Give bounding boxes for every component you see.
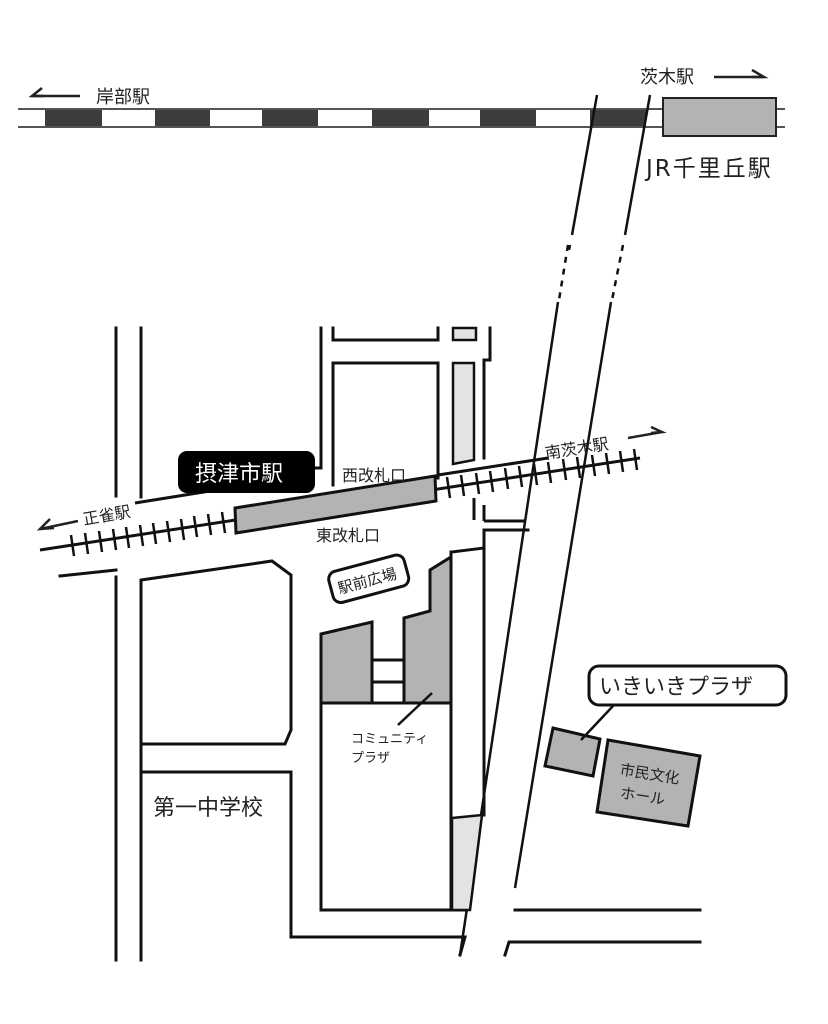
jr-senrioka-station-building [662, 97, 777, 137]
south-west-blocks [139, 559, 467, 962]
settsu-shi-station-label-box: 摂津市駅 [178, 451, 315, 493]
station-plaza-label-box: 駅前広場 [327, 553, 411, 605]
community-plaza-block [319, 528, 530, 912]
north-blocks [299, 326, 492, 487]
arrow-right-icon [714, 68, 769, 79]
school-label: 第一中学校 [153, 796, 263, 821]
main-road-diagonal [458, 94, 652, 956]
settsu-shi-station-label: 摂津市駅 [195, 462, 283, 487]
shojaku-direction-label: 正雀駅 [81, 502, 132, 529]
community-plaza-label-line2: プラザ [351, 751, 390, 766]
hankyu-line [39, 448, 641, 557]
ikiiki-plaza-label-box: いきいきプラザ [587, 664, 788, 707]
kishibe-direction-label: 岸部駅 [96, 87, 150, 108]
jr-senrioka-station-label: JR千里丘駅 [644, 156, 773, 182]
settsu-shi-station-platform [233, 474, 438, 535]
ibaraki-direction-label: 茨木駅 [640, 67, 694, 88]
west-gate-label: 西改札口 [342, 466, 406, 485]
jr-line [18, 97, 785, 137]
ikiiki-plaza-label: いきいきプラザ [599, 675, 753, 700]
arrow-right-icon [627, 425, 667, 440]
ikiiki-plaza-building [543, 705, 614, 778]
civic-hall-building: 市民文化 ホール [595, 738, 702, 828]
arrow-left-icon [36, 518, 79, 531]
south-east-roads [503, 908, 702, 957]
west-road [58, 326, 143, 962]
community-plaza-label-line1: コミュニティ [351, 732, 428, 747]
east-gate-label: 東改札口 [316, 526, 380, 545]
arrow-left-icon [28, 87, 80, 98]
